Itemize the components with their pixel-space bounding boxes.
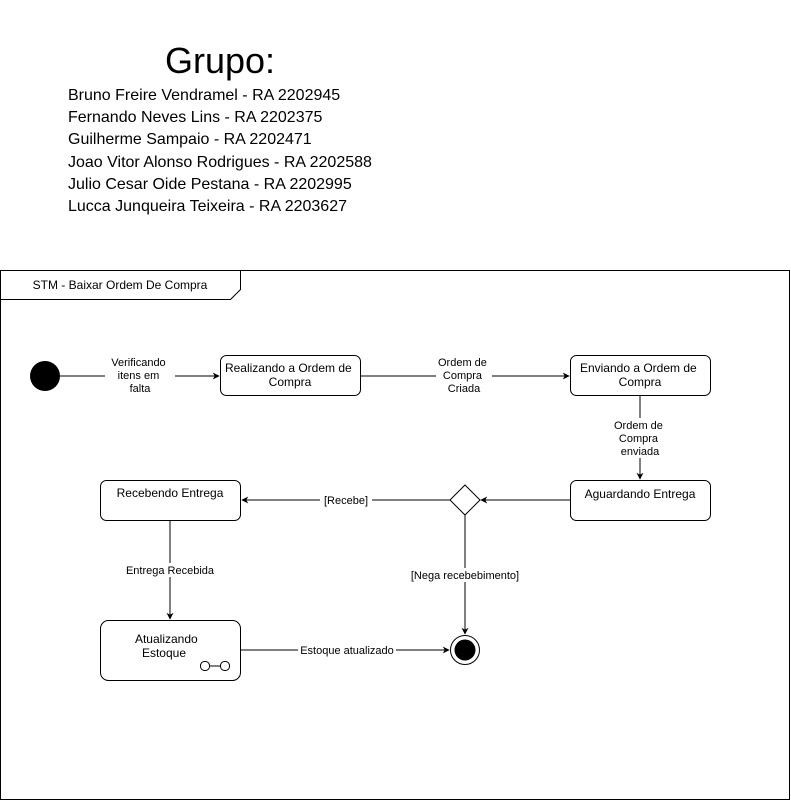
label-ordem-criada: Ordem de Compra Criada: [438, 357, 490, 395]
state-enviando-ordem: [570, 355, 711, 396]
member-item: Julio Cesar Oide Pestana - RA 2202995: [68, 175, 352, 193]
label-verificando-itens: Verificando itens em falta: [111, 357, 169, 395]
state-enviando-ordem-label: Enviando a Ordem de Compra: [580, 361, 700, 389]
state-realizando-ordem-label: Realizando a Ordem de Compra: [225, 361, 355, 389]
label-nega-recebimento: [Nega recebebimento]: [411, 570, 519, 582]
final-state-inner: [454, 639, 476, 661]
choice-diamond: [449, 484, 481, 516]
member-item: Guilherme Sampaio - RA 2202471: [68, 131, 312, 149]
member-list: Bruno Freire Vendramel - RA 2202945 Fern…: [68, 85, 372, 218]
diagram-frame: [0, 270, 790, 800]
state-aguardando-entrega-label: Aguardando Entrega: [585, 487, 696, 501]
frame-title-tab: [0, 270, 241, 300]
label-estoque-atualizado: Estoque atualizado: [300, 645, 394, 657]
initial-state: [30, 361, 60, 391]
composite-state-icon: [200, 661, 230, 671]
member-item: Lucca Junqueira Teixeira - RA 2203627: [68, 198, 347, 216]
state-recebendo-entrega-label: Recebendo Entrega: [117, 486, 224, 500]
state-realizando-ordem: [220, 355, 361, 396]
group-title: Grupo:: [164, 40, 276, 81]
state-atualizando-estoque: [100, 620, 241, 681]
label-entrega-recebida: Entrega Recebida: [126, 565, 215, 577]
state-atualizando-estoque-label: Atualizando Estoque: [135, 632, 201, 660]
state-aguardando-entrega: [570, 480, 711, 521]
member-item: Joao Vitor Alonso Rodrigues - RA 2202588: [68, 153, 372, 171]
label-recebe: [Recebe]: [324, 495, 368, 507]
member-item: Fernando Neves Lins - RA 2202375: [68, 109, 323, 127]
label-ordem-enviada: Ordem de Compra enviada: [614, 420, 666, 458]
frame-title: STM - Baixar Ordem De Compra: [33, 278, 208, 292]
member-item: Bruno Freire Vendramel - RA 2202945: [68, 87, 341, 104]
state-recebendo-entrega: [100, 480, 241, 521]
